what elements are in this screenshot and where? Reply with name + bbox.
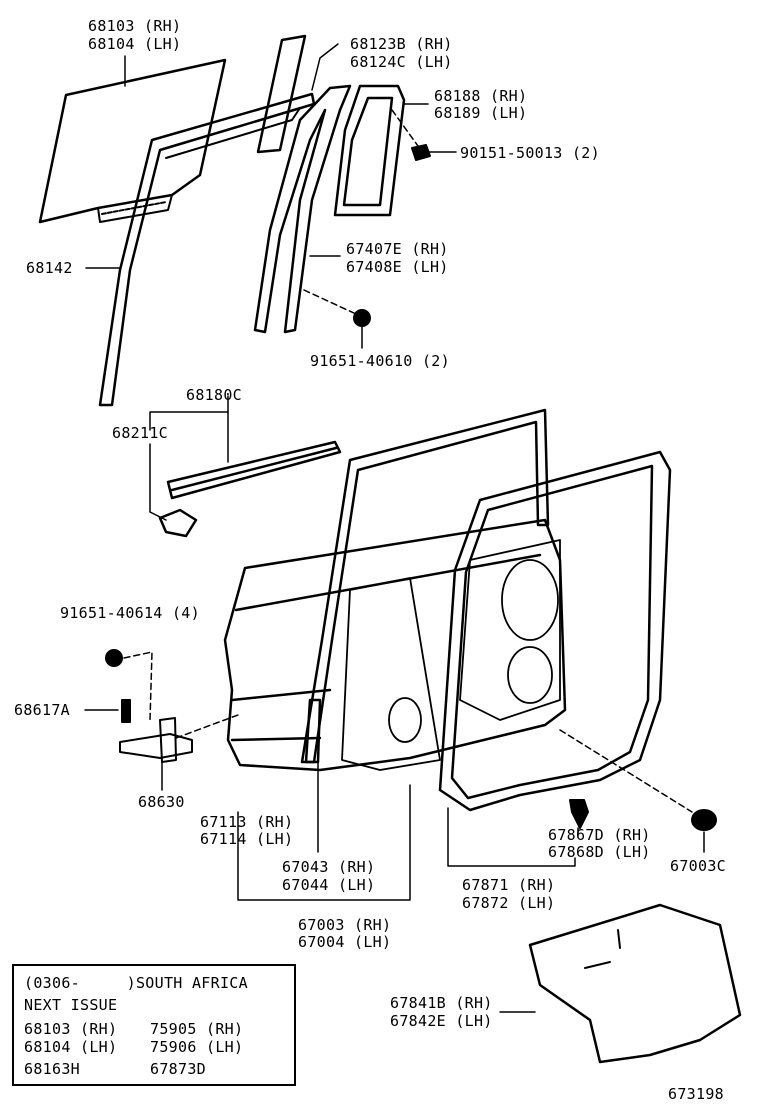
label-67113: 67113 (RH) [200,813,294,831]
door-panel-part [223,518,567,772]
figure-number: 673198 [668,1085,724,1103]
label-67003c: 67003C [670,857,726,875]
belt-molding-part [158,440,342,538]
label-67407e: 67407E (RH) [346,240,449,258]
label-67872: 67872 (LH) [462,894,556,912]
label-68188: 68188 (RH) [434,87,528,105]
screw-90151 [391,109,431,161]
label-68630: 68630 [138,793,185,811]
door-frame-run-part [300,408,550,764]
label-68180c: 68180C [186,386,242,404]
label-68103: 68103 (RH) [88,17,182,35]
bolt-91651-40614 [105,649,153,721]
leader-lines [84,43,705,1013]
door-weatherstrip-part [438,450,672,812]
label-67867d: 67867D (RH) [548,826,651,844]
label-67841b: 67841B (RH) [390,994,493,1012]
service-hole-cover-part [528,903,742,1064]
note-line-2: NEXT ISSUE [24,996,118,1014]
label-67868d: 67868D (LH) [548,843,651,861]
note-part-a3: 68163H [24,1060,80,1078]
door-glass-part [38,58,227,224]
label-68123b: 68123B (RH) [350,35,453,53]
label-67408e: 67408E (LH) [346,258,449,276]
label-68104: 68104 (LH) [88,35,182,53]
label-67004: 67004 (LH) [298,933,392,951]
run-channel-part [98,92,316,407]
label-91651-40614: 91651-40614 (4) [60,604,200,622]
clip-68617a-shape [121,699,131,723]
label-67044: 67044 (LH) [282,876,376,894]
label-68211c: 68211C [112,424,168,442]
label-91651-40610: 91651-40610 (2) [310,352,450,370]
cap-67003c-shape [559,729,717,831]
quarter-glass-part [256,34,307,154]
label-67871: 67871 (RH) [462,876,556,894]
label-68124c: 68124C (LH) [350,53,453,71]
note-part-b1: 75905 (RH) [150,1020,244,1038]
note-part-a1: 68103 (RH) [24,1020,118,1038]
label-68142: 68142 [26,259,73,277]
supersession-note-box: (0306- )SOUTH AFRICA NEXT ISSUE 68103 (R… [12,964,296,1086]
note-line-1: (0306- )SOUTH AFRICA [24,974,248,992]
label-68617a: 68617A [14,701,70,719]
label-90151: 90151-50013 (2) [460,144,600,162]
label-67842e: 67842E (LH) [390,1012,493,1030]
bolt-91651-40610 [303,289,371,327]
label-68189: 68189 (LH) [434,104,528,122]
division-bar-part [253,84,352,334]
quarter-weatherstrip-part [333,84,406,217]
label-67043: 67043 (RH) [282,858,376,876]
label-67114: 67114 (LH) [200,830,294,848]
note-part-b3: 67873D [150,1060,206,1078]
clip-67867d-shape [569,799,589,829]
note-part-b2: 75906 (LH) [150,1038,244,1056]
hinge-part [119,714,239,763]
label-67003: 67003 (RH) [298,916,392,934]
note-part-a2: 68104 (LH) [24,1038,118,1056]
